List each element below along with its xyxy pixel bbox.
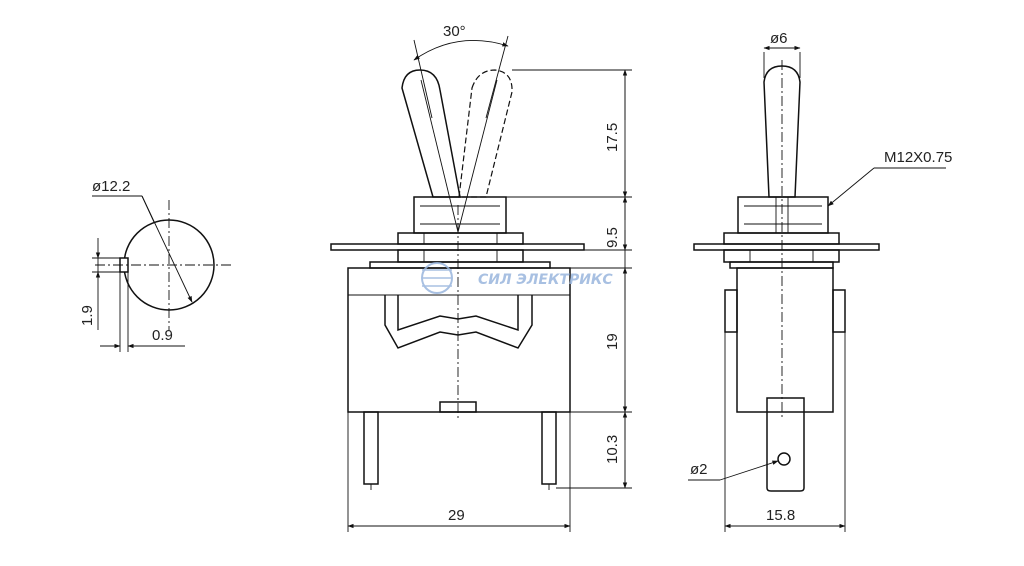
side-lever-diameter-label: ø6 [770,30,788,47]
front-body-height-label: 19 [604,333,621,350]
lever-solid [401,69,461,198]
side-bushing-cap [737,196,829,234]
front-flange [369,261,551,269]
side-terminal-hole [777,452,791,466]
front-terminal-left [363,411,379,485]
front-view: 30° [330,23,632,532]
side-thread-label: M12X0.75 [884,149,952,166]
side-mount-plate [693,243,880,251]
side-width-label: 15.8 [766,507,795,524]
front-angle-label: 30° [443,23,466,40]
side-nut-lower [723,249,840,263]
front-lever-height-label: 17.5 [604,123,621,152]
side-flange [729,261,834,269]
detail-view: ø12.2 1.9 0.9 [79,178,232,352]
front-bushing-cap [413,196,507,234]
front-terminal-length-label: 10.3 [604,435,621,464]
watermark: СИЛ ЭЛЕКТРИКС [421,262,613,294]
side-hole-label: ø2 [690,461,708,478]
front-body [347,267,571,413]
side-terminal [766,397,805,492]
front-nut-upper [397,232,524,245]
front-mount-plate [330,243,585,251]
detail-diameter-label: ø12.2 [92,178,130,195]
front-terminal-right [541,411,557,485]
lever-dashed [458,69,513,198]
side-nut-upper [723,232,840,245]
detail-key-height-label: 1.9 [79,305,96,326]
side-lever [763,65,801,198]
side-body [736,267,834,413]
front-bushing-height-label: 9.5 [604,227,621,248]
front-nut-lower [397,249,524,263]
watermark-text: СИЛ ЭЛЕКТРИКС [478,272,613,288]
detail-key-width-label: 0.9 [152,327,173,344]
front-width-label: 29 [448,507,465,524]
side-view: ø6 M12X0.75 ø2 15.8 [688,30,952,532]
